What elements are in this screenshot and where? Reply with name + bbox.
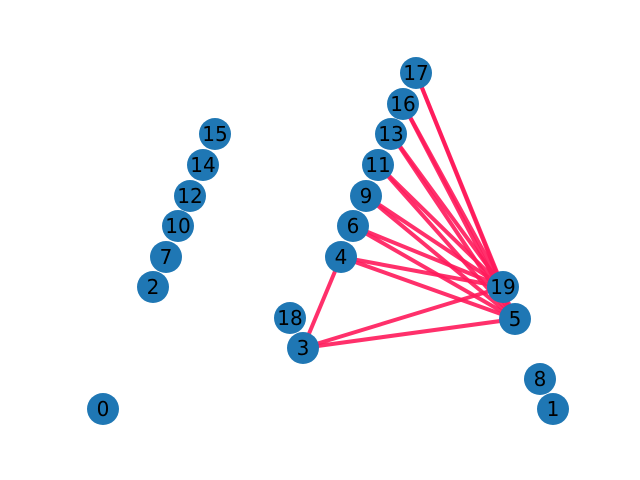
node-circle-18 [274, 302, 306, 334]
node-label-18: 18 [277, 306, 302, 330]
node-18: 18 [274, 302, 306, 334]
node-11: 11 [362, 149, 394, 181]
node-17: 17 [400, 57, 432, 89]
node-8: 8 [524, 363, 556, 395]
edge-3-19 [301, 285, 505, 350]
node-label-19: 19 [490, 275, 515, 299]
node-circle-19 [487, 271, 519, 303]
node-label-3: 3 [297, 336, 310, 360]
node-2: 2 [137, 271, 169, 303]
node-0: 0 [87, 393, 119, 425]
node-6: 6 [337, 210, 369, 242]
node-10: 10 [162, 210, 194, 242]
node-circle-0 [87, 393, 119, 425]
node-label-0: 0 [97, 397, 110, 421]
node-13: 13 [375, 118, 407, 150]
node-circle-17 [400, 57, 432, 89]
node-circle-13 [375, 118, 407, 150]
node-label-9: 9 [360, 184, 373, 208]
edge-4-5 [339, 255, 517, 321]
edge-9-19 [364, 194, 505, 289]
node-circle-11 [362, 149, 394, 181]
node-label-14: 14 [190, 153, 215, 177]
edge-16-19 [401, 102, 505, 289]
node-label-13: 13 [378, 122, 403, 146]
node-label-11: 11 [365, 153, 390, 177]
node-label-7: 7 [160, 245, 173, 269]
node-label-5: 5 [509, 307, 522, 331]
node-label-2: 2 [147, 275, 160, 299]
node-9: 9 [350, 180, 382, 212]
node-label-4: 4 [335, 245, 348, 269]
node-label-8: 8 [534, 367, 547, 391]
node-circle-8 [524, 363, 556, 395]
node-circle-9 [350, 180, 382, 212]
node-label-6: 6 [347, 214, 360, 238]
node-label-15: 15 [202, 122, 227, 146]
node-label-10: 10 [165, 214, 190, 238]
node-15: 15 [199, 118, 231, 150]
edge-3-5 [301, 317, 517, 350]
node-circle-16 [387, 88, 419, 120]
node-circle-2 [137, 271, 169, 303]
node-label-16: 16 [390, 92, 415, 116]
node-label-1: 1 [547, 397, 560, 421]
node-19: 19 [487, 271, 519, 303]
edge-9-5 [364, 194, 517, 321]
node-4: 4 [325, 241, 357, 273]
node-16: 16 [387, 88, 419, 120]
node-circle-14 [187, 149, 219, 181]
node-circle-6 [337, 210, 369, 242]
node-label-17: 17 [403, 61, 428, 85]
node-label-12: 12 [177, 184, 202, 208]
node-7: 7 [150, 241, 182, 273]
node-circle-1 [537, 393, 569, 425]
node-1: 1 [537, 393, 569, 425]
edge-4-19 [339, 255, 505, 289]
node-3: 3 [287, 332, 319, 364]
edge-17-19 [414, 71, 505, 289]
edge-3-4 [301, 255, 343, 350]
edge-6-5 [351, 224, 517, 321]
node-circle-4 [325, 241, 357, 273]
node-circle-5 [499, 303, 531, 335]
node-12: 12 [174, 180, 206, 212]
node-5: 5 [499, 303, 531, 335]
node-circle-7 [150, 241, 182, 273]
node-14: 14 [187, 149, 219, 181]
node-circle-3 [287, 332, 319, 364]
node-circle-10 [162, 210, 194, 242]
node-circle-15 [199, 118, 231, 150]
node-circle-12 [174, 180, 206, 212]
